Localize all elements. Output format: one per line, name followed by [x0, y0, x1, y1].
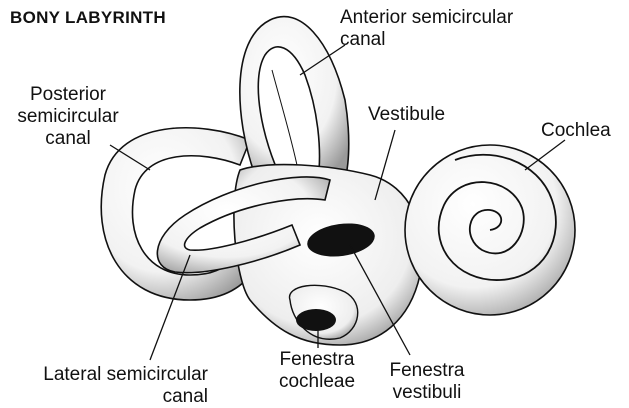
diagram-title: BONY LABYRINTH — [10, 8, 166, 28]
anterior-semicircular-canal-shape — [240, 17, 349, 180]
label-fenestra-vestibuli: Fenestra vestibuli — [372, 360, 482, 404]
label-lateral-line-2: canal — [18, 386, 208, 408]
label-cochlea: Cochlea — [541, 120, 611, 142]
label-posterior-line-2: semicircular — [8, 106, 128, 128]
label-lateral-line-1: Lateral semicircular — [18, 364, 208, 386]
label-posterior-semicircular-canal: Posterior semicircular canal — [8, 84, 128, 150]
label-lateral-semicircular-canal: Lateral semicircular canal — [18, 364, 208, 408]
label-anterior-line-1: Anterior semicircular — [340, 7, 513, 29]
label-posterior-line-1: Posterior — [8, 84, 128, 106]
label-anterior-line-2: canal — [340, 29, 513, 51]
fenestra-cochleae-opening — [296, 309, 336, 331]
label-vestibule: Vestibule — [368, 104, 445, 126]
label-fenestra-cochleae-line-1: Fenestra — [252, 349, 382, 371]
label-fenestra-vestibuli-line-1: Fenestra — [372, 360, 482, 382]
label-fenestra-cochleae: Fenestra cochleae — [252, 349, 382, 393]
label-posterior-line-3: canal — [8, 128, 128, 150]
label-anterior-semicircular-canal: Anterior semicircular canal — [340, 7, 513, 51]
cochlea-shape — [405, 145, 575, 315]
label-fenestra-cochleae-line-2: cochleae — [252, 371, 382, 393]
label-fenestra-vestibuli-line-2: vestibuli — [372, 382, 482, 404]
